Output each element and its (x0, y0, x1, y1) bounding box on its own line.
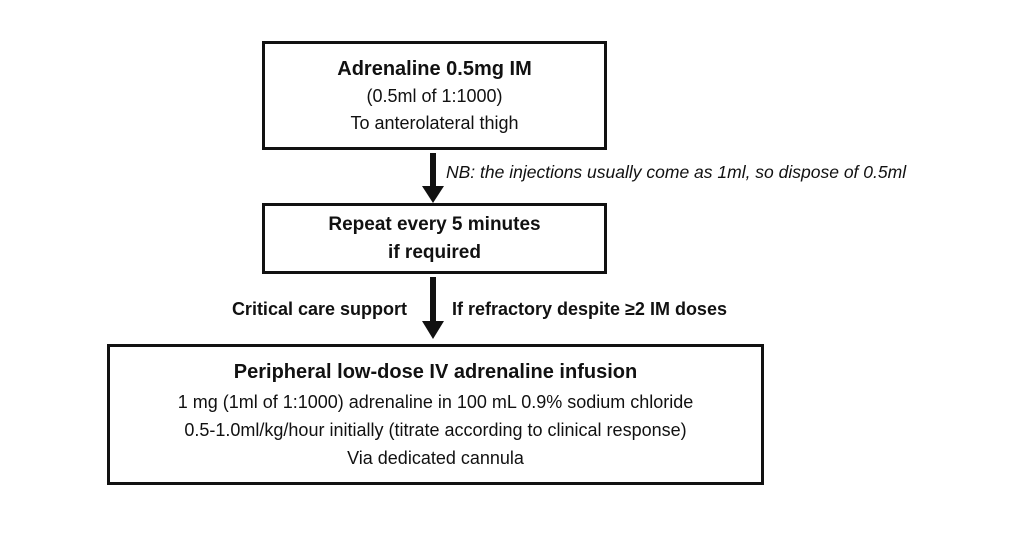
down-arrow-icon (422, 153, 444, 203)
box-im-line-site: To anterolateral thigh (350, 112, 519, 133)
box-repeat-line-1: Repeat every 5 minutes (328, 213, 541, 235)
box-im-title: Adrenaline 0.5mg IM (337, 57, 532, 80)
box-im-line-dose: (0.5ml of 1:1000) (366, 85, 503, 106)
box-infusion-line-mixture: 1 mg (1ml of 1:1000) adrenaline in 100 m… (177, 392, 694, 412)
box-repeat-line-2: if required (388, 241, 481, 263)
refractory-condition-label: If refractory despite ≥2 IM doses (452, 299, 727, 319)
box-infusion-title: Peripheral low-dose IV adrenaline infusi… (233, 361, 638, 383)
nb-injection-note: NB: the injections usually come as 1ml, … (446, 162, 907, 182)
flowchart-box-iv-infusion: Peripheral low-dose IV adrenaline infusi… (107, 344, 764, 485)
critical-care-label: Critical care support (231, 299, 407, 319)
flowchart-box-adrenaline-im: Adrenaline 0.5mg IM (0.5ml of 1:1000) To… (262, 41, 607, 150)
box-infusion-line-rate: 0.5-1.0ml/kg/hour initially (titrate acc… (184, 420, 687, 440)
down-arrow-icon (422, 277, 444, 339)
box-infusion-line-cannula: Via dedicated cannula (347, 448, 524, 468)
flowchart-box-repeat: Repeat every 5 minutes if required (262, 203, 607, 274)
